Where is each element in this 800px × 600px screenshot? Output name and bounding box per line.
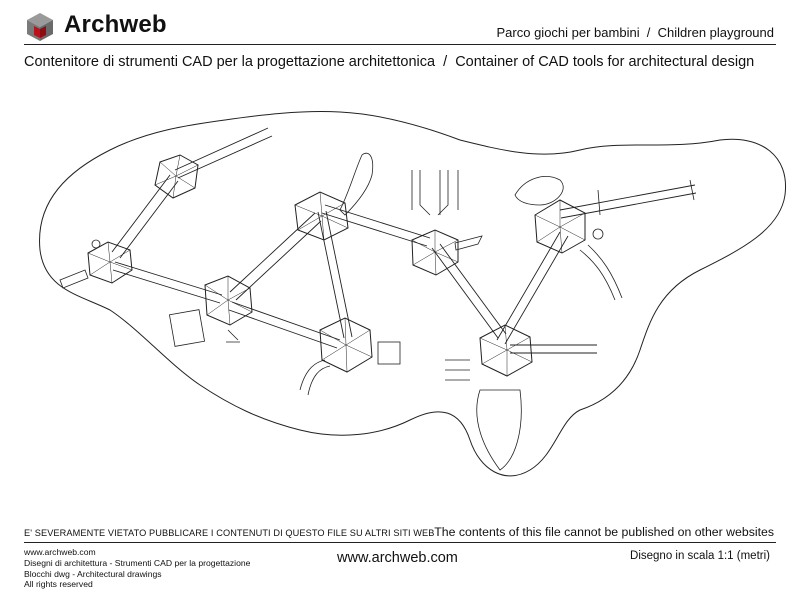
brand-name: Archweb — [64, 11, 167, 38]
drawing-title: Parco giochi per bambini / Children play… — [496, 25, 775, 40]
footer-credits: www.archweb.com Disegni di architettura … — [24, 547, 250, 590]
archweb-logo-icon — [27, 13, 53, 41]
site-boundary — [39, 111, 787, 477]
warning-italian: E' SEVERAMENTE VIETATO PUBBLICARE I CONT… — [24, 528, 435, 538]
playground-plan-drawing — [39, 111, 787, 477]
walkways — [111, 127, 697, 354]
scale-note: Disegno in scala 1:1 (metri) — [630, 550, 770, 562]
warning-english: The contents of this file cannot be publ… — [434, 525, 774, 539]
footer-line: www.archweb.com — [24, 547, 96, 557]
footer-line: Blocchi dwg - Architectural drawings — [24, 568, 162, 579]
header-divider — [24, 44, 776, 45]
footer-line: All rights reserved — [24, 579, 93, 590]
towers — [87, 154, 586, 377]
footer-divider — [24, 542, 776, 543]
footer-line: Disegni di architettura - Strumenti CAD … — [24, 557, 251, 568]
page-subtitle: Contenitore di strumenti CAD per la prog… — [24, 54, 755, 70]
footer-website[interactable]: www.archweb.com — [337, 550, 458, 566]
features — [59, 152, 695, 471]
